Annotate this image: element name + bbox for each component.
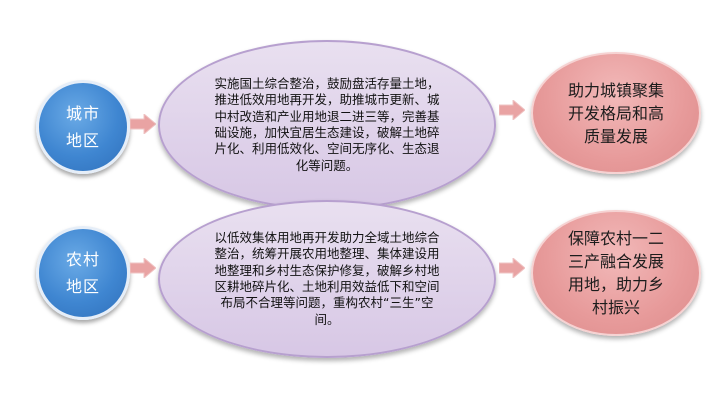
rural-region-label-line2: 地区: [65, 277, 100, 296]
urban-measures-text: 实施国土综合整治，鼓励盘活存量土地，推进低效用地再开发，助推城市更新、城中村改造…: [214, 75, 440, 173]
rural-measures-ellipse: 以低效集体用地再开发助力全域土地综合整治，统筹开展农用地整理、集体建设用地整理和…: [158, 200, 496, 358]
rural-outcome-oval: 保障农村一二三产融合发展用地，助力乡村振兴: [531, 210, 701, 336]
rural-measures-text: 以低效集体用地再开发助力全域土地综合整治，统筹开展农用地整理、集体建设用地整理和…: [214, 229, 440, 327]
urban-row: 城市 地区 实施国土综合整治，鼓励盘活存量土地，推进低效用地再开发，助推城市更新…: [0, 0, 720, 210]
rural-region-circle: 农村 地区: [36, 226, 130, 320]
urban-region-label-line2: 地区: [65, 131, 100, 150]
urban-outcome-text: 助力城镇聚集开发格局和高质量发展: [567, 80, 664, 146]
arrow-right-icon: [130, 114, 156, 134]
arrow-right-icon: [499, 258, 525, 278]
arrow-right-icon: [499, 100, 525, 120]
urban-outcome-oval: 助力城镇聚集开发格局和高质量发展: [531, 52, 701, 174]
urban-measures-ellipse: 实施国土综合整治，鼓励盘活存量土地，推进低效用地再开发，助推城市更新、城中村改造…: [158, 40, 496, 210]
rural-outcome-text: 保障农村一二三产融合发展用地，助力乡村振兴: [567, 229, 664, 317]
urban-region-circle: 城市 地区: [36, 80, 130, 174]
arrow-right-icon: [130, 258, 156, 278]
rural-region-label-line1: 农村: [65, 250, 100, 269]
urban-region-label-line1: 城市: [65, 104, 100, 123]
rural-row: 农村 地区 以低效集体用地再开发助力全域土地综合整治，统筹开展农用地整理、集体建…: [0, 196, 720, 396]
